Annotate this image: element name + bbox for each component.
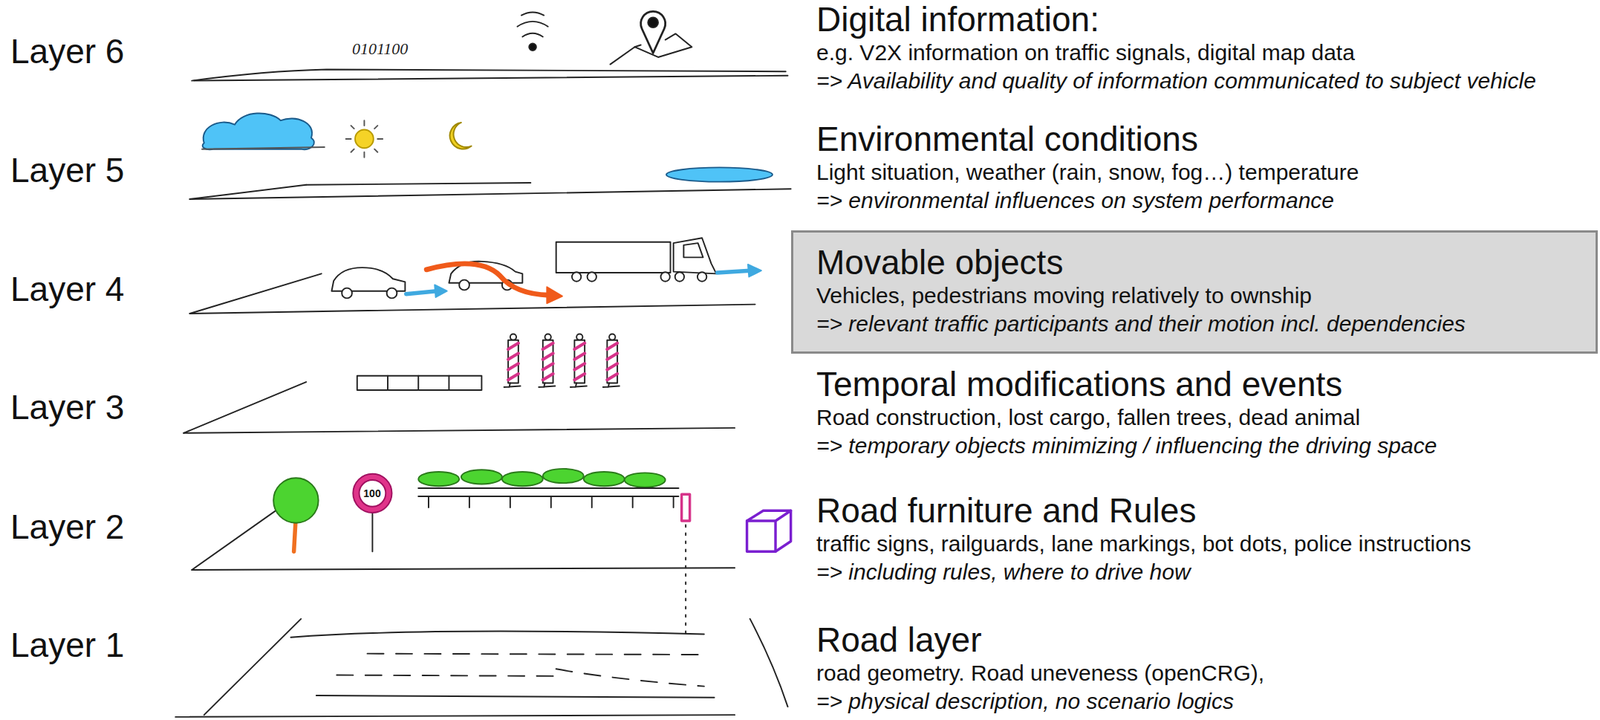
layer-description: Light situation, weather (rain, snow, fo… [816, 157, 1359, 188]
layer-heading: Environmental conditions [816, 120, 1199, 158]
speed-sign-text: 100 [363, 487, 381, 500]
layer1-sketch [175, 618, 788, 717]
layer-implication: => relevant traffic participants and the… [816, 310, 1581, 338]
layer-label: Layer 3 [10, 387, 125, 428]
layer-description: traffic signs, railguards, lane markings… [816, 528, 1472, 559]
layer-label: Layer 1 [10, 624, 125, 665]
layer-implication: => including rules, where to drive how [816, 558, 1191, 586]
layer-heading: Road layer [816, 620, 982, 659]
layer4-sketch [190, 237, 762, 314]
layer-implication: => environmental influences on system pe… [816, 187, 1335, 214]
layer3-sketch [183, 333, 735, 433]
layer-implication: => Availability and quality of informati… [816, 67, 1537, 95]
layer-description: Vehicles, pedestrians moving relatively … [816, 280, 1581, 311]
layer-heading: Road furniture and Rules [816, 491, 1196, 529]
layer6-sketch [191, 11, 788, 81]
layer-implication: => physical description, no scenario log… [816, 687, 1234, 715]
layer-label: Layer 6 [10, 31, 125, 72]
layer-description: e.g. V2X information on traffic signals,… [816, 37, 1355, 68]
layer2-sketch [191, 468, 791, 633]
highlighted-layer-box: Movable objectsVehicles, pedestrians mov… [791, 230, 1598, 354]
layer-label: Layer 5 [10, 150, 125, 191]
layer-heading: Movable objects [816, 243, 1581, 281]
layer5-sketch [190, 112, 792, 200]
layer-heading: Temporal modifications and events [816, 365, 1343, 403]
layer-implication: => temporary objects minimizing / influe… [816, 432, 1437, 460]
layer-description: road geometry. Road uneveness (openCRG), [816, 658, 1265, 688]
sketch-text: 0101100 [352, 39, 408, 59]
layer-heading: Digital information: [816, 0, 1100, 38]
layer-label: Layer 2 [10, 506, 125, 547]
layer-label: Layer 4 [10, 268, 125, 310]
layer-description: Road construction, lost cargo, fallen tr… [816, 402, 1361, 433]
